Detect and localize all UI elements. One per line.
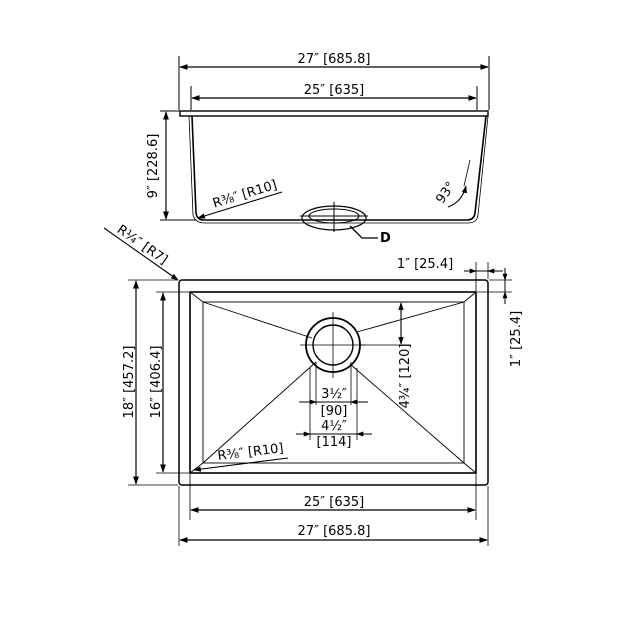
wall-angle-arc [447,185,467,208]
plan-overall-depth-label: 18″ [457.2] [122,346,137,419]
slope-line-bottom-left [202,361,317,464]
flange-margin-v-label: 1″ [25.4] [509,311,524,367]
plan-inner-bowl [189,291,477,474]
plan-view [103,227,512,546]
elevation-inner-width-label: 25″ [635] [304,83,365,98]
drain-inner-diameter-mm-label: [90] [321,404,348,419]
elevation-depth-label: 9″ [228.6] [146,134,161,199]
plan-outer-flange [178,279,489,486]
drain-outer-diameter-mm-label: [114] [317,435,352,450]
elevation-bowl-outline [191,115,487,221]
wall-angle-label: 93° [433,179,459,206]
plan-radius-label: R⅜″ [R10] [217,441,285,464]
plan-inner-width-label: 25″ [635] [304,495,365,510]
plan-inner-depth-label: 16″ [406.4] [149,346,164,419]
elevation-view [160,56,490,239]
slope-line-top-left [202,301,313,339]
slope-line-bottom-right [349,363,465,464]
elevation-overall-width-label: 27″ [685.8] [298,52,371,67]
plan-radius-leader [193,457,289,472]
flange-radius-label: R¼″ [R7] [114,222,170,268]
plan-overall-width-label: 27″ [685.8] [298,524,371,539]
plan-bowl-floor [202,301,465,464]
drain-outer-diameter-in-label: 4½″ [321,419,347,434]
elevation-rim [179,110,489,117]
drain-inner-diameter-in-label: 3½″ [321,387,347,402]
drain-callout-label: D [380,231,391,246]
slope-line-top-right [356,301,465,333]
elevation-radius-leader [197,191,283,219]
elevation-radius-label: R⅜″ [R10] [211,178,279,212]
drain-offset-label: 4¾″ [120] [398,344,413,409]
flange-margin-h-label: 1″ [25.4] [397,257,453,272]
flange-radius-leader [103,227,179,281]
drain-leader-line [349,225,378,239]
